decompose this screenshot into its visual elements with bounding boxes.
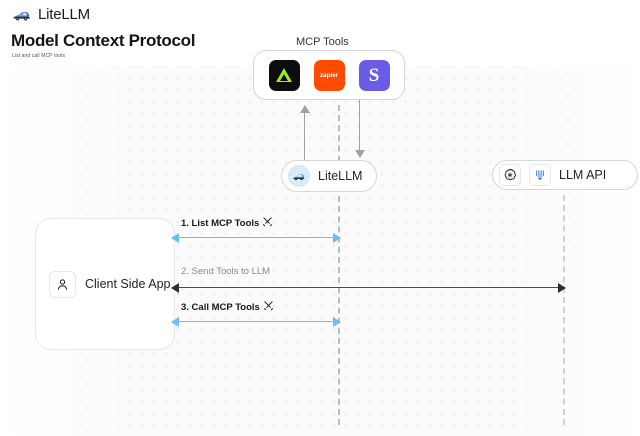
litellm-to-mcp-arrow-up <box>300 105 310 160</box>
node-litellm-label: LiteLLM <box>318 169 363 183</box>
client-side-app-box[interactable]: Client Side App <box>35 218 175 350</box>
node-litellm[interactable]: LiteLLM <box>281 160 378 192</box>
message-3-call-mcp-tools: 3. Call MCP Tools <box>171 301 341 332</box>
anthropic-icon <box>529 164 551 186</box>
zapier-tool-icon[interactable]: zapier <box>313 59 345 91</box>
hammer-and-wrench-icon <box>263 300 274 311</box>
litellm-car-icon <box>288 165 310 187</box>
litellm-car-icon <box>12 7 32 23</box>
page-subtitle: List and call MCP tools <box>12 53 66 59</box>
mcp-tools-title: MCP Tools <box>296 36 349 48</box>
brand: LiteLLM <box>12 6 90 23</box>
slack-tool-icon[interactable]: S <box>358 59 390 91</box>
brand-name: LiteLLM <box>38 6 90 23</box>
node-llm-api[interactable]: LLM API <box>492 160 638 190</box>
node-llm-api-label: LLM API <box>559 168 607 182</box>
message-1-list-mcp-tools: 1. List MCP Tools <box>171 217 341 248</box>
client-side-app-label: Client Side App <box>85 277 171 291</box>
message-2-send-tools-to-llm: 2. Send Tools to LLM <box>171 266 566 298</box>
person-icon <box>49 270 76 298</box>
message-3-label: 3. Call MCP Tools <box>181 300 274 313</box>
page-title: Model Context Protocol <box>11 31 196 50</box>
hammer-and-wrench-icon <box>262 216 273 227</box>
message-2-label: 2. Send Tools to LLM <box>181 266 271 277</box>
mcp-to-litellm-arrow-down <box>355 100 365 158</box>
mcp-tools-group[interactable]: zapier S <box>253 50 405 100</box>
openai-icon <box>499 164 521 186</box>
dark-triangle-tool-icon[interactable] <box>268 59 300 91</box>
message-1-label: 1. List MCP Tools <box>181 216 273 229</box>
litellm-lifeline <box>338 105 340 425</box>
llm-api-lifeline <box>563 195 565 425</box>
